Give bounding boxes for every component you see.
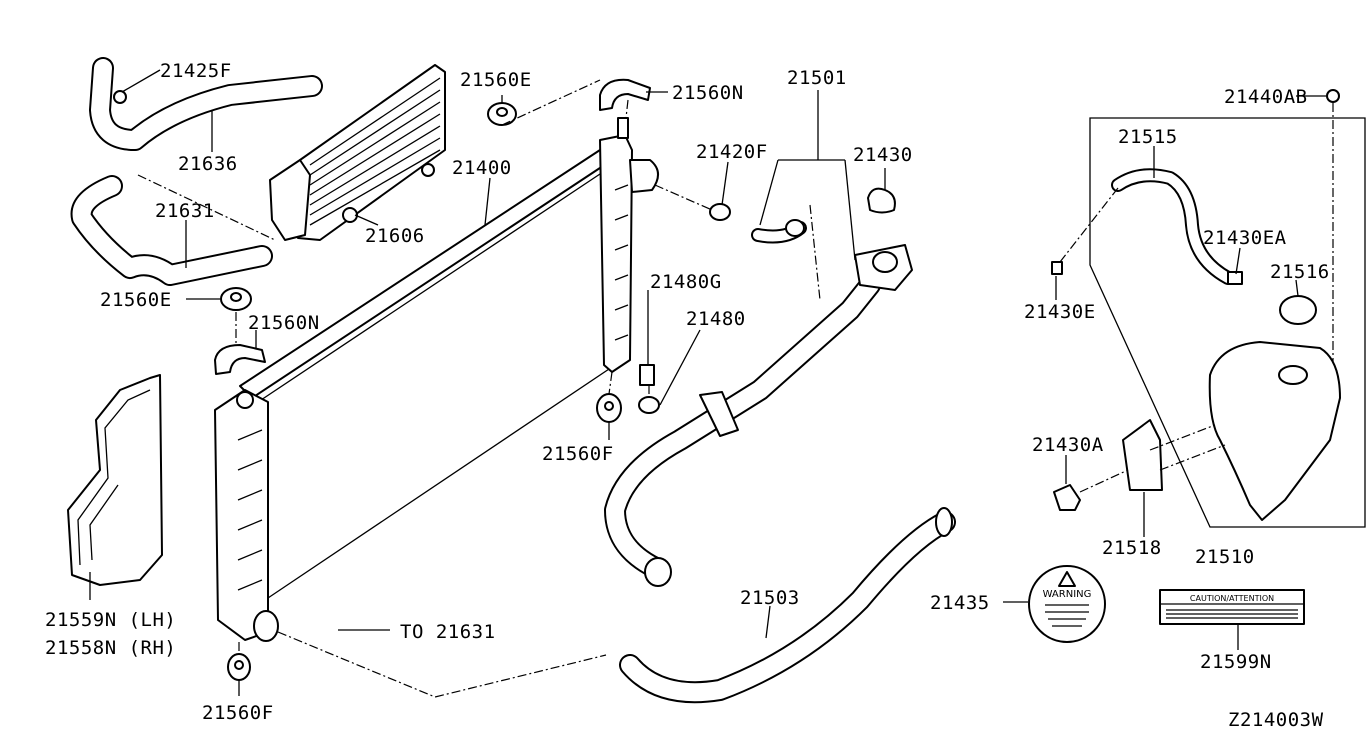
label-21420F: 21420F [696, 141, 768, 163]
air-guide-21559N-21558N [67, 374, 163, 586]
label-to-21631: TO 21631 [400, 621, 496, 643]
label-21510: 21510 [1195, 546, 1255, 568]
hose-21636 [89, 57, 323, 151]
label-21480G: 21480G [650, 271, 722, 293]
label-21430A: 21430A [1032, 434, 1104, 456]
label-21631: 21631 [155, 200, 215, 222]
bolt-21440AB [1326, 89, 1340, 103]
label-21501: 21501 [787, 67, 847, 89]
bracket-21518 [1122, 419, 1163, 491]
label-21400: 21400 [452, 157, 512, 179]
label-21558N: 21558N (RH) [45, 637, 176, 659]
label-21559N: 21559N (LH) [45, 609, 176, 631]
oil-cooler-21606 [269, 64, 446, 241]
label-21480: 21480 [686, 308, 746, 330]
nut-21430A [1053, 484, 1081, 511]
label-21560N-top: 21560N [672, 82, 744, 104]
label-21606: 21606 [365, 225, 425, 247]
label-21560N-left: 21560N [248, 312, 320, 334]
grommet-21560F-mid [596, 393, 622, 423]
drain-plug-21480G [639, 364, 655, 386]
label-21430: 21430 [853, 144, 913, 166]
label-21515: 21515 [1118, 126, 1178, 148]
grommet-21560F-bottom [227, 653, 251, 681]
hose-clamp-21425F [113, 90, 127, 104]
bracket-21560N-top [599, 78, 651, 111]
warning-cap-text: WARNING [1043, 589, 1092, 600]
upper-hose-21501 [604, 274, 881, 587]
warning-cap-label-21435: WARNING [1028, 565, 1106, 643]
filler-neck-21430 [854, 187, 913, 291]
label-21599N: 21599N [1200, 651, 1272, 673]
label-21440AB: 21440AB [1224, 86, 1308, 108]
label-21560F-bottom: 21560F [202, 702, 274, 724]
caution-label-text: CAUTION/ATTENTION [1190, 594, 1274, 603]
reference-lines [137, 79, 1334, 698]
caution-label-21599N: CAUTION/ATTENTION [1159, 589, 1305, 625]
label-21435: 21435 [930, 592, 990, 614]
bracket-21560N-left [214, 344, 266, 375]
label-21430E: 21430E [1024, 301, 1096, 323]
radiator-21400 [214, 117, 660, 642]
grommet-21560E-top [487, 102, 517, 126]
label-21518: 21518 [1102, 537, 1162, 559]
drain-washer-21480 [638, 396, 660, 414]
label-21560E-left: 21560E [100, 289, 172, 311]
diagram-code: Z214003W [1228, 709, 1324, 731]
hose-21420F [709, 203, 807, 244]
label-21425F: 21425F [160, 60, 232, 82]
leader-lines [89, 69, 1326, 696]
label-21430EA: 21430EA [1203, 227, 1287, 249]
label-21560E-top: 21560E [460, 69, 532, 91]
part-labels: 21425F 21636 21560E 21400 21606 21631 21… [45, 60, 1330, 731]
grommet-21560E-left [220, 287, 252, 311]
reservoir-tank-group [1051, 89, 1366, 528]
label-21503: 21503 [740, 587, 800, 609]
label-21636: 21636 [178, 153, 238, 175]
lower-hose-21503 [619, 507, 956, 704]
hose-21631 [70, 175, 273, 286]
reservoir-cap-21516 [1279, 295, 1317, 325]
label-21516: 21516 [1270, 261, 1330, 283]
label-21560F-mid: 21560F [542, 443, 614, 465]
